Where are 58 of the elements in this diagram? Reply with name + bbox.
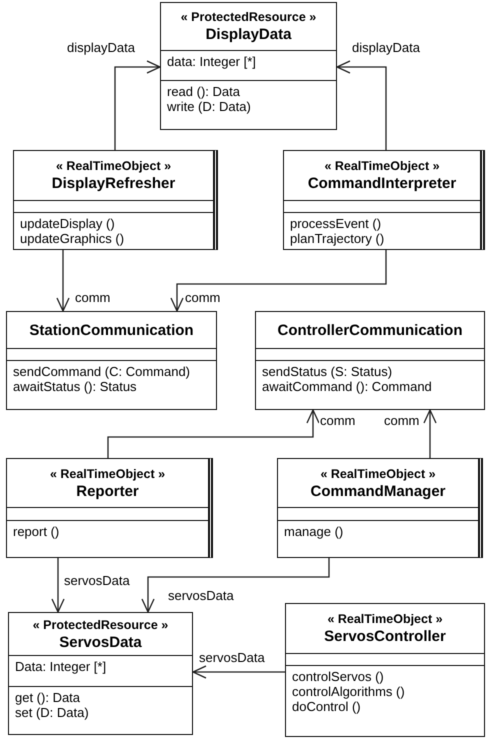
class-name: ServosController xyxy=(324,627,446,646)
edge-label: servosData xyxy=(198,651,266,665)
class-name: Reporter xyxy=(76,482,139,500)
operation-text: controlServos () xyxy=(292,669,384,684)
operation-text: read (): Data xyxy=(167,84,240,99)
class-name: DisplayData xyxy=(206,25,292,44)
stereotype-label: « RealTimeObject » xyxy=(50,466,166,482)
class-name: ControllerCommunication xyxy=(277,320,462,340)
edge-label: servosData xyxy=(63,574,131,588)
attribute-text: Data: Integer [*] xyxy=(15,659,106,674)
class-name: DisplayRefresher xyxy=(52,174,176,193)
class-box xyxy=(13,150,218,250)
operation-text: awaitStatus (): Status xyxy=(13,379,137,394)
edge-label: servosData xyxy=(167,589,235,603)
stereotype-label: « RealTimeObject » xyxy=(324,158,440,174)
association-arrow xyxy=(56,250,70,312)
class-box xyxy=(283,150,485,250)
association-arrow xyxy=(192,665,285,679)
operation-text: sendCommand (C: Command) xyxy=(13,364,190,379)
operation-text: controlAlgorithms () xyxy=(292,684,405,699)
association-arrow xyxy=(114,60,161,150)
stereotype-label: « RealTimeObject » xyxy=(56,158,172,174)
operation-text: updateDisplay () xyxy=(20,216,115,231)
class-name: CommandInterpreter xyxy=(308,174,456,193)
stereotype-label: « RealTimeObject » xyxy=(320,466,436,482)
operation-text: processEvent () xyxy=(290,216,382,231)
operation-text: manage () xyxy=(284,524,344,539)
class-box xyxy=(160,2,337,130)
association-arrow xyxy=(170,250,387,312)
class-name: CommandManager xyxy=(310,482,446,500)
stereotype-label: « ProtectedResource » xyxy=(32,616,168,632)
class-box xyxy=(6,458,213,558)
class-box xyxy=(277,458,483,558)
class-box xyxy=(6,311,217,410)
stereotype-label: « RealTimeObject » xyxy=(327,611,443,627)
stereotype-label: « ProtectedResource » xyxy=(180,9,316,25)
association-arrow xyxy=(107,409,320,458)
association-arrow xyxy=(51,558,65,613)
edge-label: displayData xyxy=(351,41,421,55)
association-arrow xyxy=(336,60,387,150)
operation-text: write (D: Data) xyxy=(167,99,251,114)
operation-text: planTrajectory () xyxy=(290,231,384,246)
attribute-text: data: Integer [*] xyxy=(167,54,256,69)
operation-text: set (D: Data) xyxy=(15,705,89,720)
operation-text: get (): Data xyxy=(15,690,80,705)
class-box xyxy=(255,311,485,410)
class-name: StationCommunication xyxy=(29,320,194,340)
class-name: ServosData xyxy=(59,632,142,652)
operation-text: updateGraphics () xyxy=(20,231,124,246)
operation-text: sendStatus (S: Status) xyxy=(262,364,392,379)
edge-label: displayData xyxy=(66,41,136,55)
operation-text: doControl () xyxy=(292,699,361,714)
class-box xyxy=(285,603,485,737)
operation-text: report () xyxy=(13,524,60,539)
association-arrow xyxy=(423,409,437,458)
class-box xyxy=(8,612,193,735)
operation-text: awaitCommand (): Command xyxy=(262,379,432,394)
association-arrow xyxy=(141,558,330,613)
